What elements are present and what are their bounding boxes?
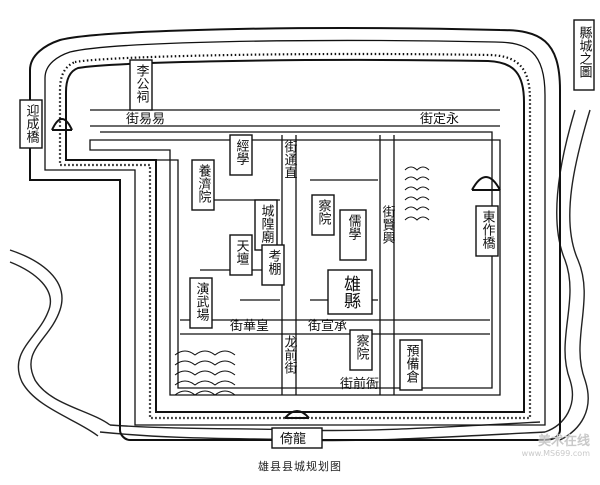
street-south-vertical: 龙前街 [282, 335, 298, 374]
street-north-east: 街定永 [420, 112, 459, 127]
south-bridge-icon [284, 410, 310, 419]
street-east-vertical: 街賢興 [380, 205, 396, 244]
building-barracks-label: 演武場 [194, 281, 210, 321]
building-school-label: 經學 [234, 139, 250, 165]
building-confucian-label: 儒學 [346, 214, 362, 240]
pond-southwest [174, 350, 236, 396]
building-barracks [189, 277, 213, 329]
building-shrine [229, 234, 253, 276]
building-storehouse-label: 預備倉 [404, 344, 420, 384]
building-courtyard [349, 329, 373, 371]
south-gate-label: 倚龍 [280, 431, 306, 447]
building-storehouse [399, 339, 423, 391]
west-gate-plaque [19, 99, 43, 149]
building-temple-nw-label: 李公祠 [134, 64, 150, 103]
building-yamen-label: 雄縣 [340, 275, 361, 309]
map-caption: 雄县县城规划图 [258, 460, 342, 473]
street-south-east: 街前衙 [340, 376, 379, 392]
watermark-url: www.MS699.com [521, 449, 590, 458]
outer-moat-inner [44, 39, 546, 426]
building-yamen [327, 269, 373, 315]
building-shrine-label: 天壇 [234, 239, 250, 265]
street-central-vertical: 街通直 [282, 140, 298, 179]
east-gate-label: 東作橋 [480, 209, 496, 250]
city-wall [58, 52, 532, 420]
east-avenue [379, 135, 395, 395]
north-avenue [90, 109, 500, 127]
building-confucian [339, 209, 367, 261]
building-courtyard-label: 察院 [354, 334, 370, 360]
building-temple-nw [129, 59, 153, 111]
outer-moat [29, 27, 561, 441]
street-south-center: 街宣承 [308, 318, 347, 334]
east-gate-plaque [475, 205, 499, 257]
building-office-label: 察院 [316, 199, 332, 225]
river-west [9, 249, 111, 426]
west-bridge-icon [51, 118, 73, 131]
street-south-west: 街華皇 [230, 319, 269, 334]
building-school [229, 134, 253, 176]
river-west-inner [9, 261, 99, 437]
map-title: 縣城之圖 [577, 26, 593, 78]
east-bridge-icon [471, 176, 501, 191]
pond-east [404, 166, 430, 221]
building-granary [191, 159, 215, 211]
ring-road [89, 139, 501, 396]
city-wall-line [65, 58, 525, 413]
river-south-inner [109, 421, 541, 432]
west-gate-label: 迎成橋 [24, 104, 40, 144]
street-north-west: 街易易 [126, 112, 165, 127]
building-office [311, 194, 335, 236]
building-exam [261, 244, 285, 286]
watermark-brand: 美术在线 [537, 434, 590, 449]
south-gate-plaque [271, 427, 323, 449]
ring-road-inner [100, 131, 493, 389]
title-plaque [573, 19, 595, 91]
watermark: 美术在线 www.MS699.com [522, 430, 590, 458]
building-temple-center-label: 城隍廟 [259, 204, 275, 243]
south-avenue [180, 319, 490, 335]
building-granary-label: 養濟院 [196, 163, 212, 203]
river-east [559, 109, 591, 441]
building-exam-label: 考棚 [266, 249, 282, 275]
